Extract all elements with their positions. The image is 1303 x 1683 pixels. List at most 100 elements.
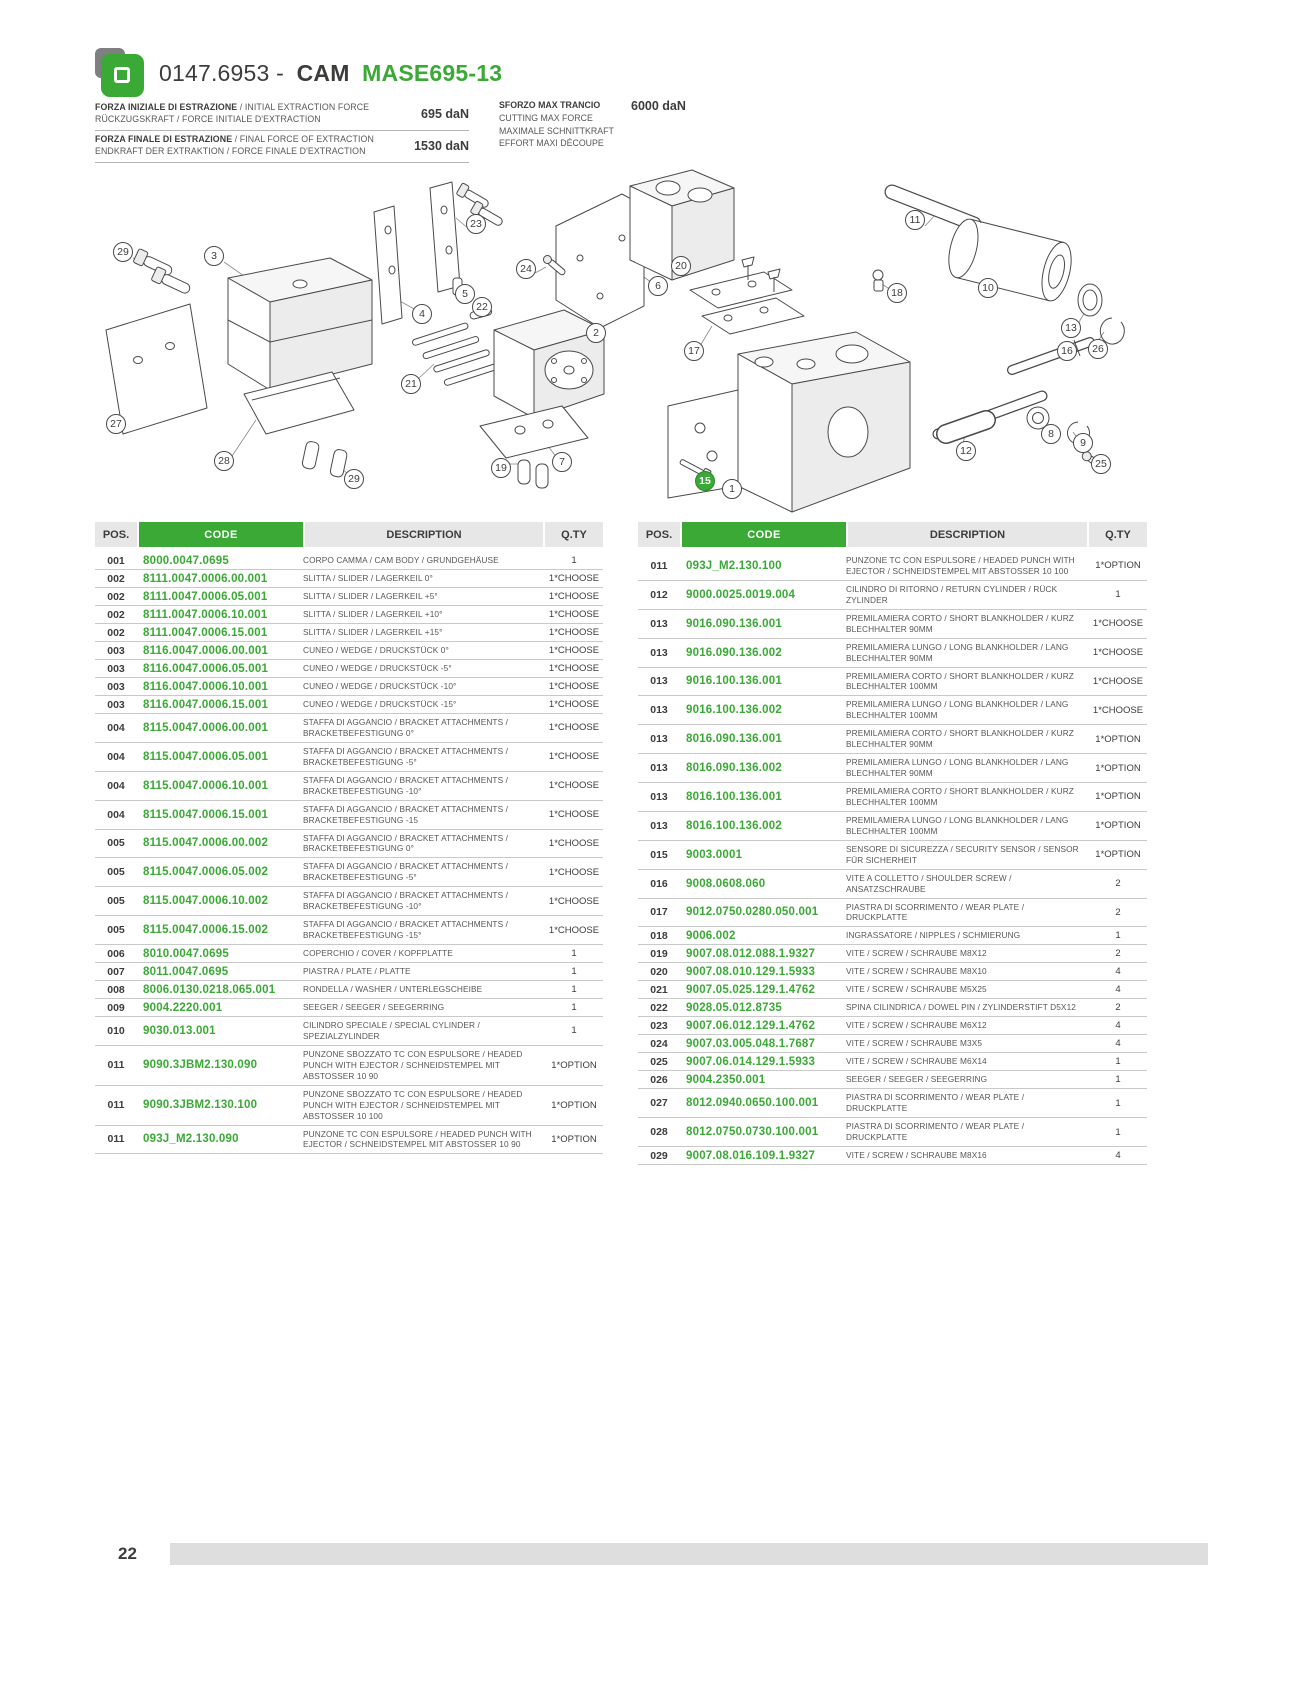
part-description: PREMILAMIERA CORTO / SHORT BLANKHOLDER /…	[846, 786, 1074, 807]
col-header-code: CODE	[682, 522, 846, 547]
part-description: CORPO CAMMA / CAM BODY / GRUNDGEHÄUSE	[303, 555, 499, 566]
table-row: 013 8016.090.136.001 PREMILAMIERA CORTO / …	[638, 725, 1147, 755]
part-qty: 1*CHOOSE	[548, 837, 600, 849]
part-qty: 1	[571, 1002, 577, 1013]
spec-initial-extraction-force: FORZA INIZIALE DI ESTRAZIONE / INITIAL E…	[95, 99, 469, 131]
drawing-shapes	[105, 169, 1125, 513]
part-description: RONDELLA / WASHER / UNTERLEGSCHEIBE	[303, 984, 483, 995]
part-description: CUNEO / WEDGE / DRUCKSTÜCK -5°	[303, 663, 452, 674]
part-description: SEEGER / SEEGER / SEEGERRING	[303, 1002, 445, 1013]
part-qty: 1	[1115, 930, 1121, 942]
diagram-callout-25: 25	[1091, 454, 1111, 474]
part-qty: 1*CHOOSE	[548, 573, 600, 584]
part-qty: 1	[571, 966, 577, 977]
part-qty: 1*CHOOSE	[548, 609, 600, 620]
part-description: STAFFA DI AGGANCIO / BRACKET ATTACHMENTS…	[303, 861, 509, 883]
spec-label-line3: MAXIMALE SCHNITTKRAFT	[499, 125, 614, 136]
part-description: INGRASSATORE / NIPPLES / SCHMIERUNG	[846, 930, 1021, 941]
part-description: SLITTA / SLIDER / LAGERKEIL +15°	[303, 627, 443, 638]
part-description: VITE / SCREW / SCHRAUBE M8X10	[846, 966, 987, 977]
part-code: 8116.0047.0006.10.001	[143, 680, 269, 693]
diagram-callout-3: 3	[204, 246, 224, 266]
part-description: CILINDRO SPECIALE / SPECIAL CYLINDER / S…	[303, 1020, 480, 1041]
diagram-callout-28: 28	[214, 451, 234, 471]
part-code: 8111.0047.0006.10.001	[143, 608, 268, 621]
part-pos: 003	[107, 662, 125, 675]
part-qty: 1*OPTION	[551, 1099, 597, 1111]
part-qty: 1*OPTION	[1095, 733, 1141, 745]
part-code: 9004.2220.001	[143, 1001, 223, 1014]
part-pos: 015	[650, 848, 668, 861]
part-description: PUNZONE TC CON ESPULSORE / HEADED PUNCH …	[846, 555, 1075, 576]
part-qty: 1*OPTION	[1095, 560, 1141, 572]
diagram-callout-18: 18	[887, 283, 907, 303]
part-qty: 2	[1115, 948, 1121, 960]
part-pos: 018	[650, 929, 668, 942]
part-qty: 1*OPTION	[1095, 849, 1141, 861]
part-qty: 1*CHOOSE	[1092, 647, 1144, 659]
col-header-description: DESCRIPTION	[848, 522, 1087, 547]
part-description: PREMILAMIERA LUNGO / LONG BLANKHOLDER / …	[846, 757, 1069, 779]
part-qty: 1*CHOOSE	[548, 699, 600, 710]
part-pos: 017	[650, 906, 668, 919]
diagram-callout-13: 13	[1061, 318, 1081, 338]
diagram-callout-20: 20	[671, 256, 691, 276]
part-code: 8016.090.136.001	[686, 733, 782, 746]
part-code: 8115.0047.0006.00.002	[143, 837, 269, 850]
part-pos: 008	[107, 983, 125, 996]
part-pos: 023	[650, 1019, 668, 1032]
part-description: PIASTRA DI SCORRIMENTO / WEAR PLATE / DR…	[846, 1092, 1025, 1114]
part-code: 8115.0047.0006.05.001	[143, 750, 269, 763]
part-pos: 002	[107, 590, 125, 603]
part-description: PREMILAMIERA CORTO / SHORT BLANKHOLDER /…	[846, 728, 1074, 750]
part-pos: 005	[107, 895, 125, 908]
part-pos: 013	[650, 646, 668, 659]
diagram-callout-17: 17	[684, 341, 704, 361]
part-qty: 1*CHOOSE	[548, 645, 600, 656]
part-code: 9007.08.012.088.1.9327	[686, 947, 816, 960]
part-description: SPINA CILINDRICA / DOWEL PIN / ZYLINDERS…	[846, 1002, 1076, 1013]
part-code: 093J_M2.130.100	[686, 559, 782, 572]
part-code: 8115.0047.0006.10.001	[143, 779, 269, 792]
part-qty: 1*CHOOSE	[1092, 704, 1144, 716]
part-pos: 013	[650, 733, 668, 746]
part-description: VITE / SCREW / SCHRAUBE M8X16	[846, 1150, 987, 1161]
product-code: 0147.6953 -	[159, 59, 284, 86]
part-code: 8111.0047.0006.00.001	[143, 572, 268, 585]
col-header-description: DESCRIPTION	[305, 522, 543, 547]
part-code: 9000.0025.0019.004	[686, 588, 796, 601]
page-title: 0147.6953 - CAM MASE695-13	[159, 60, 502, 87]
part-description: STAFFA DI AGGANCIO / BRACKET ATTACHMENTS…	[303, 832, 509, 854]
part-qty: 1*OPTION	[551, 1133, 597, 1145]
extraction-force-block: FORZA INIZIALE DI ESTRAZIONE / INITIAL E…	[95, 99, 469, 163]
part-pos: 004	[107, 808, 125, 821]
part-code: 9007.08.010.129.1.5933	[686, 965, 816, 978]
spec-label: FORZA INIZIALE DI ESTRAZIONE / INITIAL E…	[95, 102, 369, 126]
part-qty: 1*CHOOSE	[548, 627, 600, 638]
part-pos: 013	[650, 790, 668, 803]
part-pos: 011	[107, 1059, 125, 1072]
part-qty: 2	[1115, 878, 1121, 890]
diagram-callout-22: 22	[472, 297, 492, 317]
diagram-callout-19: 19	[491, 458, 511, 478]
part-code: 9007.05.025.129.1.4762	[686, 983, 816, 996]
part-pos: 004	[107, 721, 125, 734]
part-pos: 011	[650, 559, 668, 572]
spec-final-extraction-force: FORZA FINALE DI ESTRAZIONE / FINAL FORCE…	[95, 131, 469, 163]
diagram-callout-9: 9	[1073, 433, 1093, 453]
